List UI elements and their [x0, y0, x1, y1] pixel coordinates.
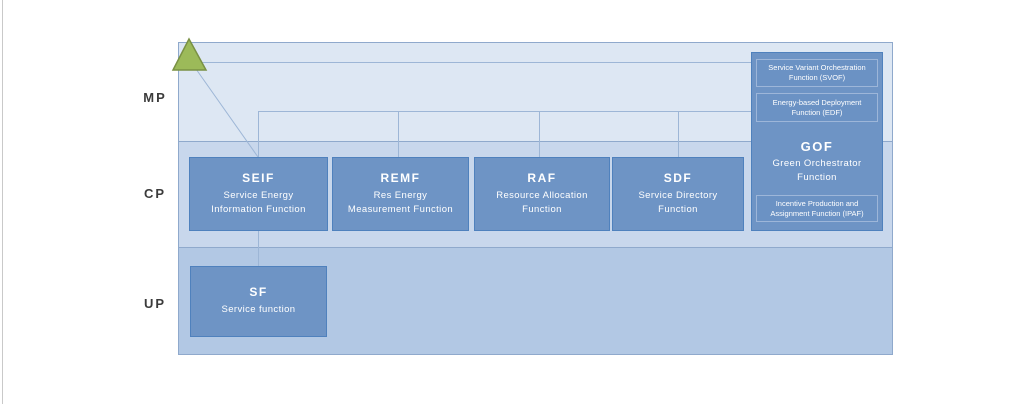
gof-name-line2: Function [797, 172, 837, 184]
subfunction-box-edf: Energy-based Deployment Function (EDF) [756, 93, 878, 122]
subfunction-box-ipaf: Incentive Production and Assignment Func… [756, 195, 878, 222]
seif-name-line2: Information Function [211, 204, 306, 215]
sdf-abbr: SDF [663, 170, 693, 185]
function-box-remf: REMF Res Energy Measurement Function [332, 157, 469, 231]
function-box-sdf: SDF Service Directory Function [612, 157, 744, 231]
plane-label-mp: MP [143, 90, 167, 105]
plane-label-cp: CP [143, 186, 167, 201]
function-box-seif: SEIF Service Energy Information Function [189, 157, 328, 231]
sf-name: Service function [221, 304, 296, 316]
raf-name-line2: Function [522, 204, 562, 215]
gof-title: GOF Green Orchestrator Function [752, 139, 882, 186]
bus-horizontal-connector-line [258, 111, 751, 112]
subfunction-box-svof: Service Variant Orchestration Function (… [756, 59, 878, 87]
gof-abbr: GOF [800, 139, 834, 154]
seif-name-line1: Service Energy [223, 189, 294, 201]
raf-abbr: RAF [527, 170, 557, 185]
sdf-name-line1: Service Directory [638, 189, 718, 201]
function-box-gof: Service Variant Orchestration Function (… [751, 52, 883, 231]
remf-abbr: REMF [380, 170, 421, 185]
raf-name-line1: Resource Allocation [496, 189, 588, 201]
gof-name-line1: Green Orchestrator [772, 158, 862, 169]
connector-bus-to-raf [539, 111, 540, 157]
connector-bus-to-sdf [678, 111, 679, 157]
sdf-name-line2: Function [658, 204, 698, 215]
remf-name-line2: Measurement Function [347, 204, 454, 215]
connector-bus-to-remf [398, 111, 399, 157]
remf-name-line1: Res Energy [373, 189, 428, 201]
function-box-sf: SF Service function [190, 266, 327, 337]
seif-abbr: SEIF [242, 170, 275, 185]
sf-abbr: SF [249, 285, 268, 300]
top-horizontal-connector-line [178, 62, 751, 63]
page-edge-line [2, 0, 3, 404]
plane-label-up: UP [143, 296, 167, 311]
connector-seif-to-sf [258, 231, 259, 266]
function-box-raf: RAF Resource Allocation Function [474, 157, 610, 231]
connector-bus-to-seif [258, 111, 259, 157]
